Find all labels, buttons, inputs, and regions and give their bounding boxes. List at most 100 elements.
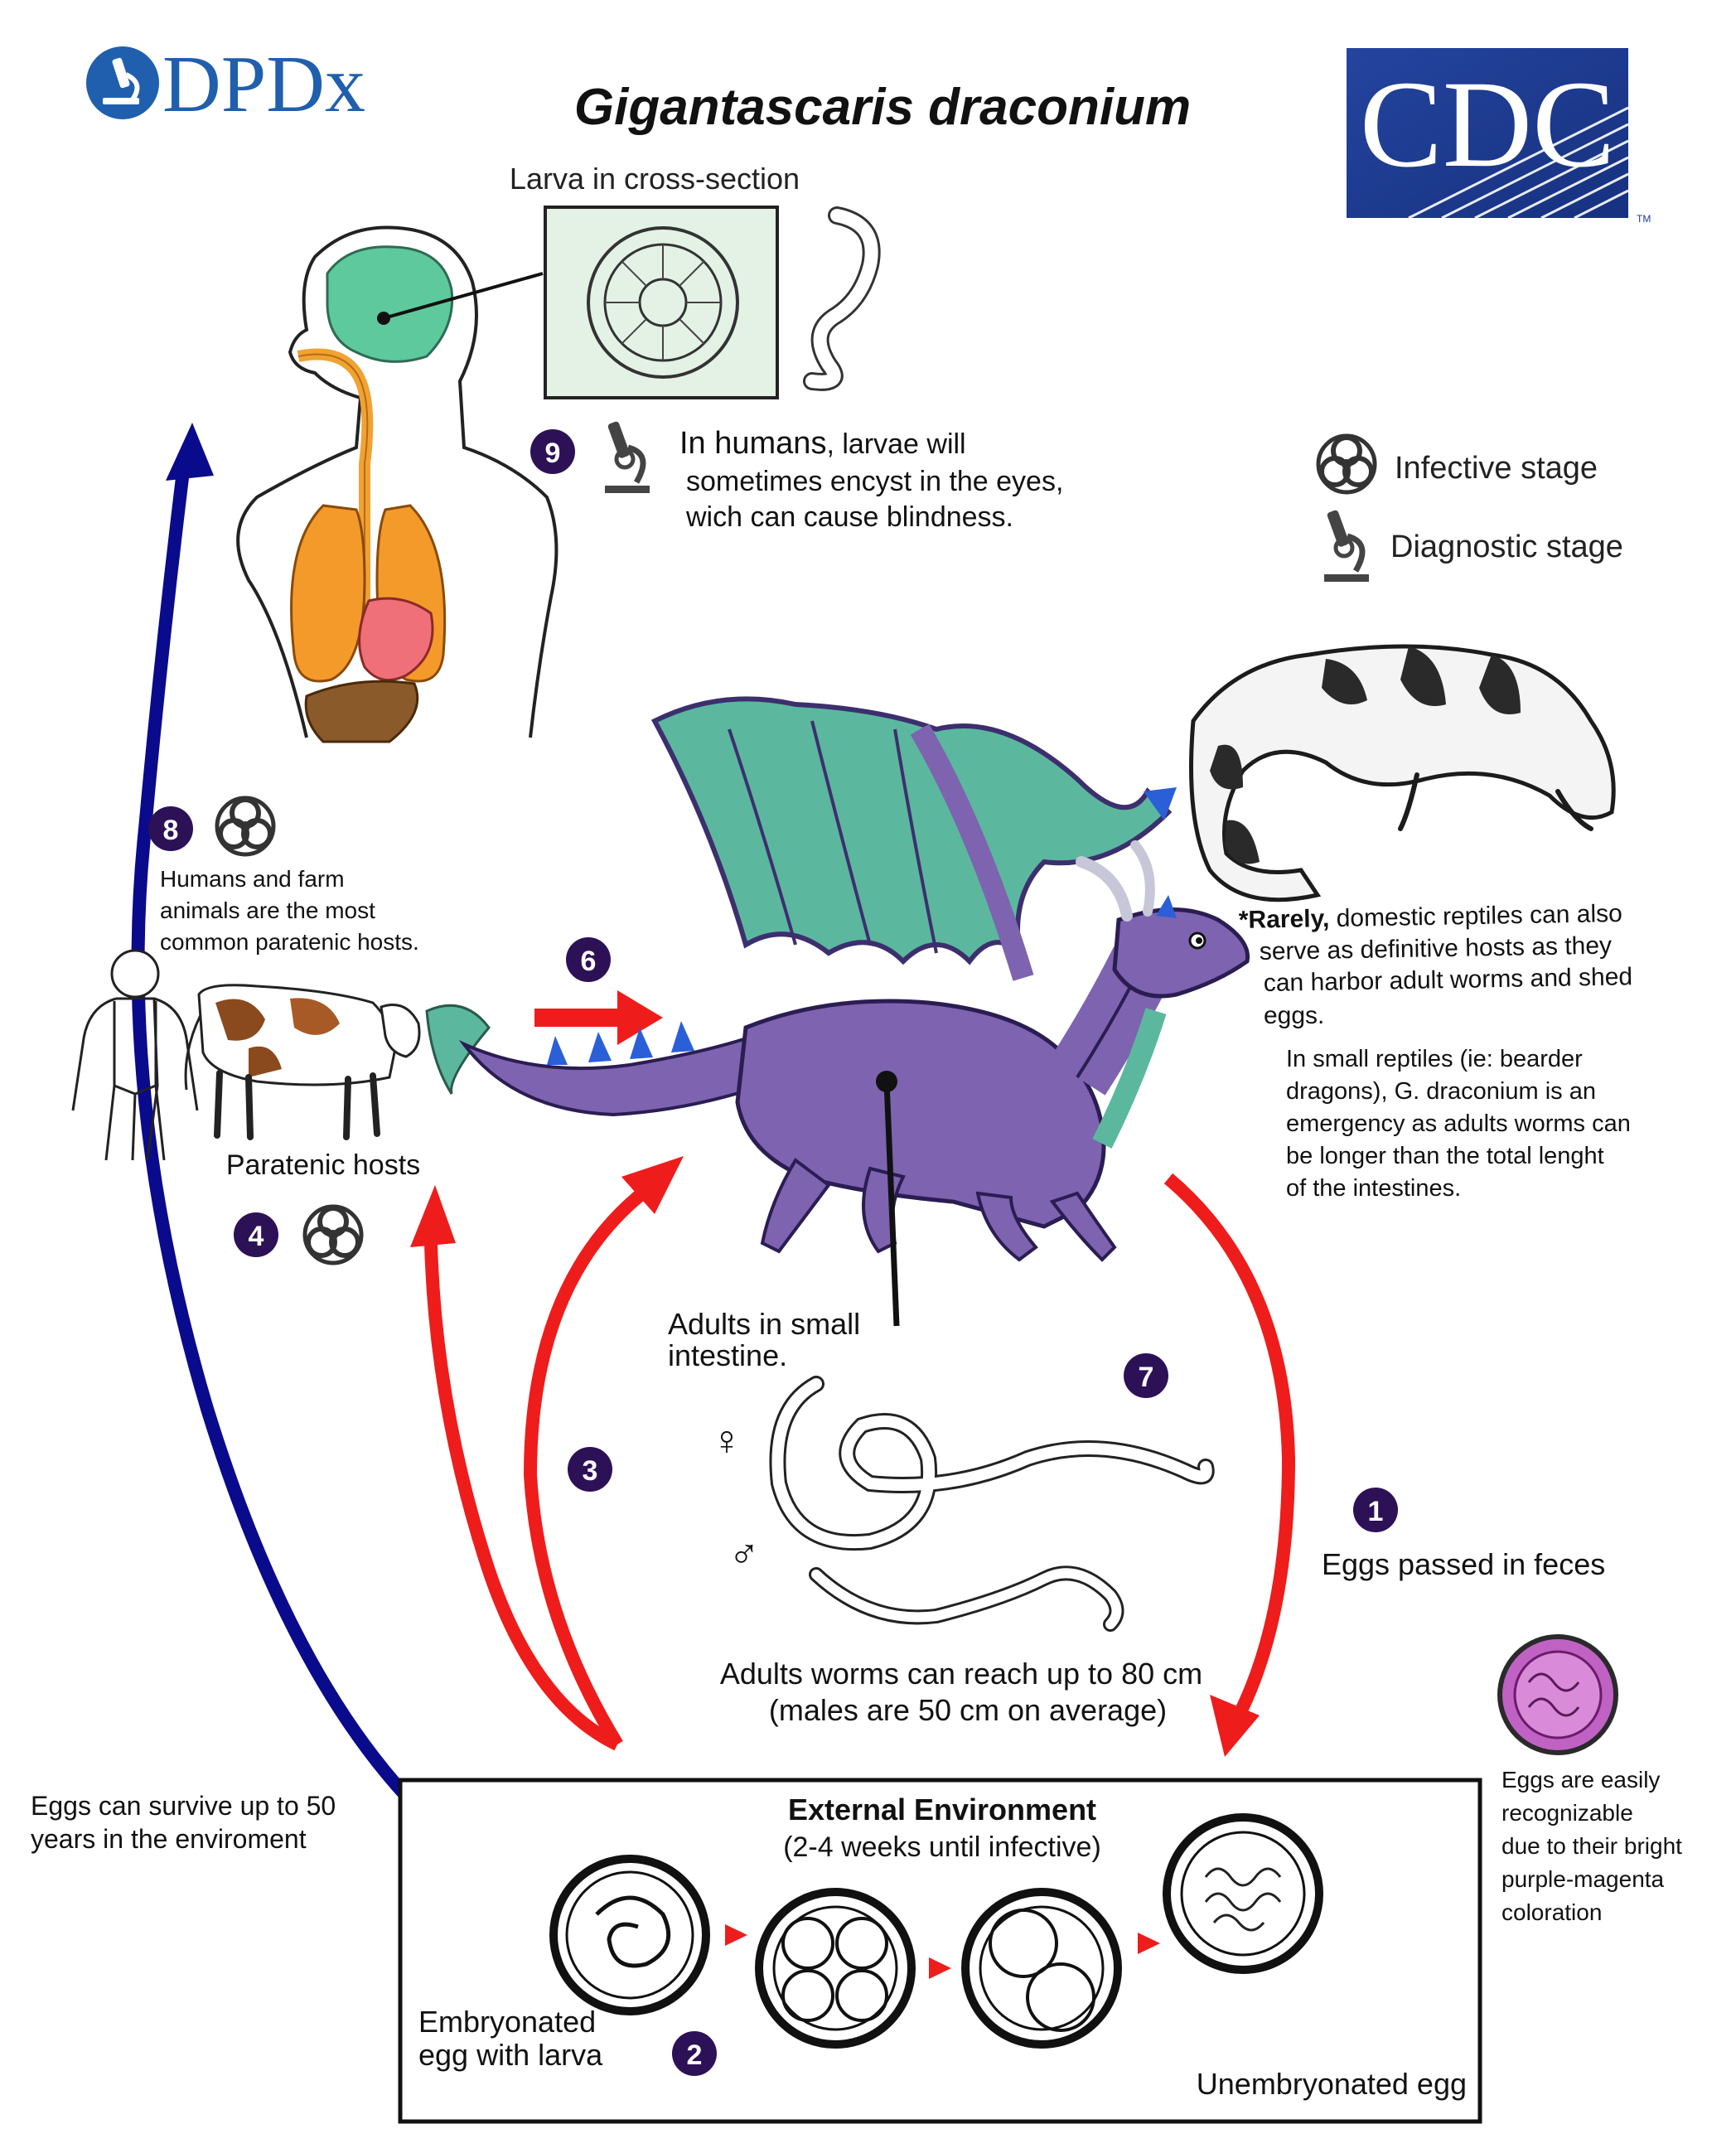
reptile-note-line-1: *Rarely, domestic reptiles can also [1239,900,1623,934]
adults-line-2: intestine. [668,1338,787,1372]
small-reptile-note-line-5: of the intestines. [1286,1175,1461,1202]
biohazard-icon [1316,433,1377,495]
larva-worm-illustration [803,206,881,391]
step-6: 6 [534,937,663,1045]
step-4-badge [234,1212,278,1257]
reptile-note-line-1-rest: domestic reptiles can also [1329,900,1622,932]
step-4: 4 [234,1204,364,1265]
egg-note: Eggs are easily recognizable due to thei… [1501,1767,1682,1925]
step-8-number: 8 [163,815,179,846]
step-2-number: 2 [687,2039,703,2071]
diagnostic-stage-label: Diagnostic stage [1390,530,1623,564]
reptile-note: *Rarely, domestic reptiles can also serv… [1239,900,1633,1029]
two-cell-egg-illustration [961,1888,1122,2049]
blue-cycle-arrow [131,423,476,1862]
embryonated-egg-illustration [549,1855,710,2015]
dpdx-logo: DPDx [86,40,365,129]
larva-crosssection-label: Larva in cross-section [510,162,800,196]
dragon-tail-fin [425,1004,491,1095]
four-cell-egg-illustration [755,1888,916,2049]
step-1-number: 1 [1368,1496,1384,1527]
heart-shape [358,597,434,682]
small-reptile-note-line-3: emergency as adults worms can [1286,1110,1631,1137]
adults-size-line-2: (males are 50 cm on average) [769,1693,1167,1727]
paratenic-hosts-label: Paratenic hosts [226,1149,420,1181]
female-symbol: ♀ [711,1417,742,1464]
step-6-arrow [534,990,663,1045]
human-torso-illustration [236,225,559,743]
dragon-illustration [425,696,1250,1327]
reptile-illustration [1189,644,1616,902]
environment-title: External Environment [788,1793,1096,1826]
step-8-line-2: animals are the most [160,897,375,923]
unembryonated-label: Unembryonated egg [1197,2067,1467,2101]
biohazard-icon [302,1204,364,1265]
left-lung-shape [290,504,366,683]
step-9-line-3: wich can cause blindness. [685,501,1013,533]
reptile-note-line-2: serve as definitive hosts as they [1260,932,1613,965]
step-1: 1 Eggs passed in feces [1322,1488,1605,1581]
cdc-logo: CDC TM [1347,48,1651,225]
reptile-note-line-4: eggs. [1264,1002,1324,1029]
cow-illustration [184,984,421,1140]
adults-section: Adults in small intestine. ♀ ♂ Adults wo… [668,1307,1215,1727]
step-6-badge [566,937,611,982]
human-outline-illustration [71,949,199,1161]
adults-line-1: Adults in small [668,1307,860,1341]
embryonated-label-line-1: Embryonated [418,2005,596,2039]
unembryonated-egg-illustration [1163,1813,1323,1974]
step-8: 8 Humans and farm animals are the most c… [148,796,419,955]
survival-note: Eggs can survive up to 50 years in the e… [31,1791,336,1854]
step-1-badge [1353,1488,1398,1532]
cdc-logo-text: CDC [1360,56,1615,193]
environment-subtitle: (2-4 weeks until infective) [783,1831,1101,1863]
arrow-step-3 [523,1156,684,1749]
egg-note-line-4: purple-magenta [1501,1866,1665,1892]
step-9: 9 In humans, larvae will sometimes encys… [530,421,1063,533]
step-3-number: 3 [583,1455,598,1487]
step-8-line-3: common paratenic hosts. [160,929,419,955]
step-9-line-1-rest: , larvae will [826,428,965,460]
embryonated-label-line-2: egg with larva [418,2038,603,2072]
small-reptile-note-line-1: In small reptiles (ie: bearder [1286,1046,1583,1072]
liver-shape [304,680,419,743]
egg-stage-arrow [1138,1933,1160,1954]
survival-note-line-1: Eggs can survive up to 50 [31,1791,336,1821]
dpdx-logo-text: DPDx [162,40,365,129]
step-7: 7 [1124,1353,1168,1398]
infective-stage-label: Infective stage [1395,451,1598,486]
step-2: 2 [672,2031,717,2076]
male-symbol: ♂ [728,1531,760,1577]
step-7-number: 7 [1139,1362,1154,1393]
step-2-badge [672,2031,717,2076]
reptile-note-rarely: *Rarely, [1239,905,1330,934]
egg-note-line-2: recognizable [1501,1800,1633,1826]
egg-note-line-1: Eggs are easily [1501,1767,1660,1793]
larva-crosssection-panel [544,206,779,399]
step-9-line-2: sometimes encyst in the eyes, [686,466,1063,497]
step-9-badge [530,429,575,474]
trademark-mark: TM [1637,213,1651,225]
step-6-number: 6 [581,946,597,977]
step-4-number: 4 [249,1221,264,1252]
small-reptile-note-line-4: be longer than the total lenght [1286,1143,1604,1169]
egg-note-line-5: coloration [1501,1899,1602,1925]
survival-note-line-2: years in the enviroment [31,1824,307,1854]
biohazard-icon [215,796,276,857]
arrow-step-1 [1163,1173,1296,1757]
egg-note-line-3: due to their bright [1501,1833,1682,1859]
dragon-head [1112,907,1250,999]
brain-shape [326,245,454,363]
step-9-number: 9 [545,438,561,469]
external-environment-box: External Environment (2-4 weeks until in… [398,1778,1482,2124]
step-7-badge [1124,1353,1168,1398]
magenta-egg-illustration [1497,1634,1618,1755]
male-worm-illustration [809,1565,1124,1632]
egg-stage-arrow [929,1957,951,1979]
step-9-lead: In humans [679,426,826,461]
microscope-icon [605,421,650,493]
step-8-badge [148,806,193,851]
microscope-icon [103,57,140,104]
